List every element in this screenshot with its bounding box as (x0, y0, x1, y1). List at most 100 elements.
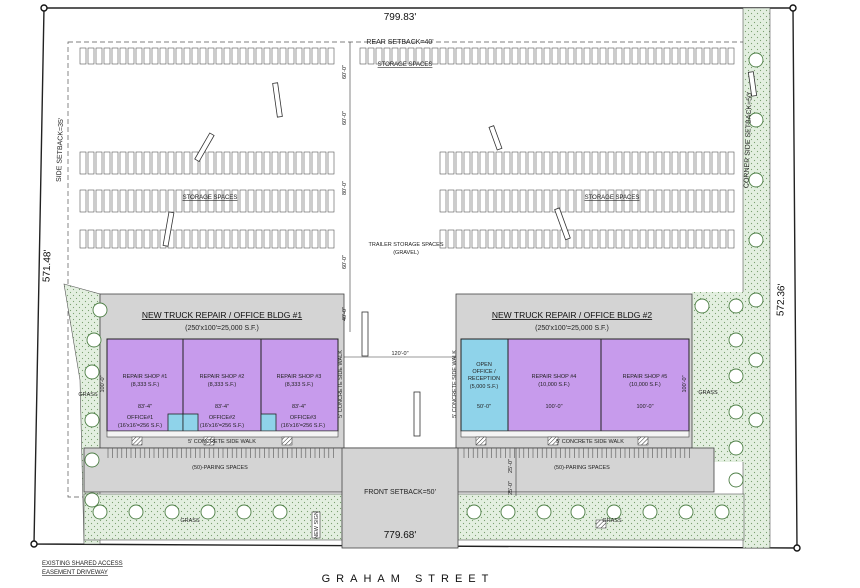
tree (748, 292, 764, 308)
storage-stall (495, 47, 503, 65)
office-3[interactable] (260, 413, 277, 432)
storage-stall (175, 151, 183, 175)
storage-stall (135, 47, 143, 65)
storage-stall (479, 229, 487, 249)
storage-stall (183, 189, 191, 213)
bldg2-title: NEW TRUCK REPAIR / OFFICE BLDG #2 (492, 310, 653, 320)
office-2[interactable] (182, 413, 199, 432)
storage-stall (647, 229, 655, 249)
storage-stall (455, 151, 463, 175)
storage-stall (103, 47, 111, 65)
storage-stall (551, 229, 559, 249)
storage-stall (231, 47, 239, 65)
new-sign-label: NEW SIGN (314, 511, 320, 539)
storage-stall (439, 151, 447, 175)
office2-area: (16'x16'=256 S.F.) (200, 423, 244, 429)
storage-stall (255, 47, 263, 65)
storage-stall (247, 151, 255, 175)
storage-stall (143, 151, 151, 175)
grass-label-3: GRASS (180, 518, 200, 524)
tree (236, 504, 252, 520)
gap-dim: 120'-0" (391, 351, 408, 357)
storage-stall (623, 47, 631, 65)
storage-stall (607, 151, 615, 175)
storage-stall (167, 47, 175, 65)
storage-stall (607, 47, 615, 65)
storage-stall (487, 151, 495, 175)
tree (728, 472, 744, 488)
storage-stall (695, 229, 703, 249)
storage-stall (303, 229, 311, 249)
storage-stall (551, 189, 559, 213)
storage-stall (287, 47, 295, 65)
storage-stall (79, 229, 87, 249)
tree (272, 504, 288, 520)
storage-stall (671, 189, 679, 213)
storage-stall (87, 151, 95, 175)
storage-stall (215, 229, 223, 249)
tree (728, 440, 744, 456)
dim-top: 799.83' (384, 12, 417, 23)
storage-stall (95, 151, 103, 175)
storage-stall (519, 47, 527, 65)
tree (714, 504, 730, 520)
storage-stall (503, 189, 511, 213)
storage-stall (655, 47, 663, 65)
storage-stall (167, 189, 175, 213)
storage-stall (199, 229, 207, 249)
storage-stall (207, 47, 215, 65)
storage-stall (247, 47, 255, 65)
shop3-area: (8,333 S.F.) (285, 382, 314, 388)
shop2-name: REPAIR SHOP #2 (200, 374, 245, 380)
storage-stall (687, 189, 695, 213)
reception-office[interactable] (460, 338, 509, 432)
storage-stall (135, 229, 143, 249)
storage-stall (711, 229, 719, 249)
storage-stall (591, 47, 599, 65)
storage-stall (639, 189, 647, 213)
side-setback: SIDE SETBACK=35' (56, 118, 65, 182)
storage-stall (727, 229, 735, 249)
repair-shop-5[interactable] (600, 338, 690, 432)
storage-stall (703, 189, 711, 213)
storage-stall (487, 47, 495, 65)
storage-stall (567, 189, 575, 213)
storage-stall (711, 189, 719, 213)
storage-stall (207, 189, 215, 213)
storage-stall (415, 47, 423, 65)
tree (694, 298, 710, 314)
storage-stall (247, 229, 255, 249)
storage-stall (711, 151, 719, 175)
trees (84, 52, 764, 520)
storage-stall (575, 189, 583, 213)
storage-stall (383, 47, 391, 65)
storage-stall (263, 229, 271, 249)
sidewalk-2 (460, 430, 690, 438)
storage-stall (615, 189, 623, 213)
shop3-name: REPAIR SHOP #3 (277, 374, 322, 380)
storage-stall (79, 151, 87, 175)
storage-stall (695, 47, 703, 65)
storage-stall (535, 151, 543, 175)
storage-stall (247, 189, 255, 213)
storage-stall (615, 47, 623, 65)
vdim-4: 60'-0" (342, 255, 348, 269)
small-dim-1: 25'-0" (508, 459, 514, 473)
bldg1-title: NEW TRUCK REPAIR / OFFICE BLDG #1 (142, 310, 303, 320)
storage-stall (447, 47, 455, 65)
storage-stall (255, 151, 263, 175)
storage-stall (223, 229, 231, 249)
shop4-name: REPAIR SHOP #4 (532, 374, 577, 380)
storage-stall (311, 229, 319, 249)
tree (748, 112, 764, 128)
tree (84, 412, 100, 428)
storage-stall (559, 47, 567, 65)
storage-stall (679, 151, 687, 175)
repair-shop-4[interactable] (507, 338, 602, 432)
storage-stall (671, 229, 679, 249)
storage-stall (311, 189, 319, 213)
office-1[interactable] (167, 413, 184, 432)
storage-stall (295, 47, 303, 65)
storage-stall (319, 47, 327, 65)
bldg1-sidewalk: 5' CONCRETE SIDE WALK (188, 439, 256, 445)
